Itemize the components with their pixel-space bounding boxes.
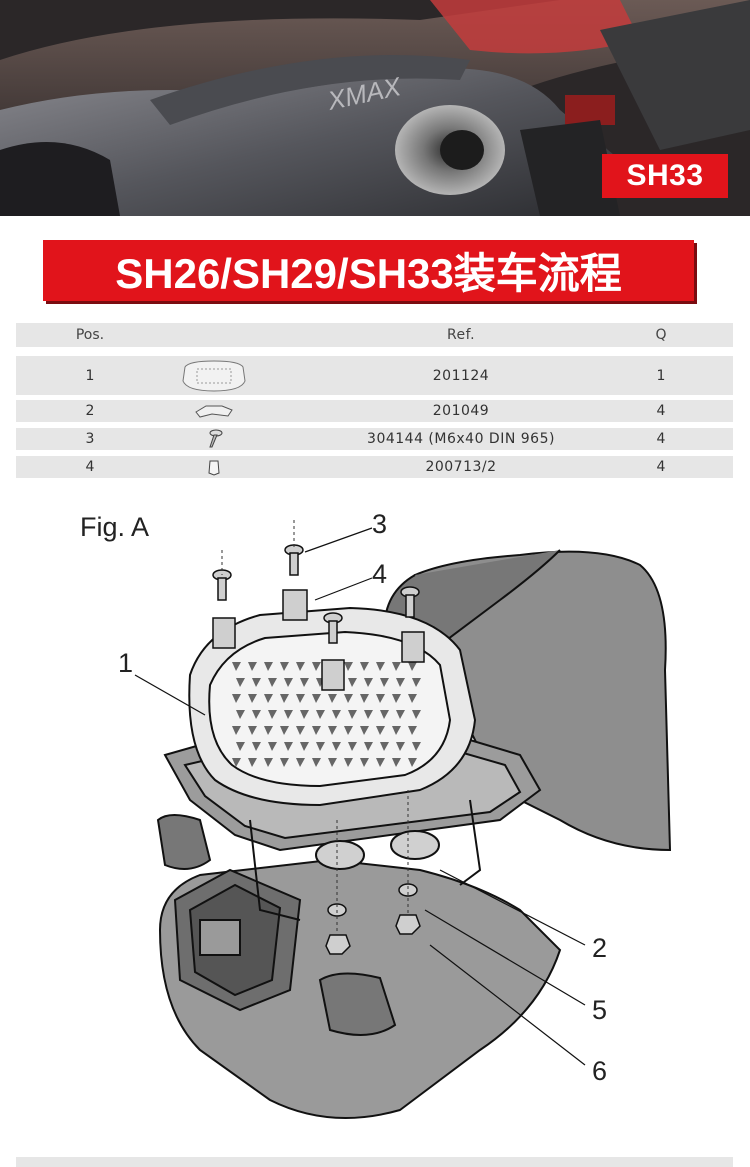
callout-1: 1 [118,648,134,678]
callout-2: 2 [592,933,608,963]
callout-6: 6 [592,1056,608,1086]
callout-4: 4 [372,559,388,589]
row-ref: 200713/2 [425,459,497,475]
row-pos: 1 [85,367,95,384]
header-ref: Ref. [446,327,476,343]
row-qty: 4 [656,459,666,475]
callout-5: 5 [592,995,608,1025]
model-badge: SH33 [602,154,728,198]
row-qty: 4 [656,431,666,447]
table-row: 1 201124 1 [16,356,733,395]
table-header: Pos. Ref. Q [16,323,733,347]
figure-label: Fig. A [80,512,150,542]
row-pos: 2 [85,403,95,419]
row-pos: 3 [85,431,95,447]
hero-photo: XMAX SH33 [0,0,750,216]
spacer-icon [164,456,264,478]
row-qty: 4 [656,403,666,419]
page-title: SH26/SH29/SH33装车流程 [43,240,694,301]
bracket-plate-icon [164,400,264,422]
table-row: 3 304144 (M6x40 DIN 965) 4 [16,428,733,450]
next-table-header [16,1157,733,1167]
row-ref: 201049 [432,403,490,419]
row-ref: 304144 (M6x40 DIN 965) [367,431,555,447]
screw-icon [164,428,264,450]
header-pos: Pos. [75,327,105,343]
row-pos: 4 [85,459,95,475]
row-ref: 201124 [432,367,490,384]
row-qty: 1 [656,367,666,384]
base-plate-icon [164,356,264,395]
table-row: 4 200713/2 4 [16,456,733,478]
assembly-diagram [134,520,672,1119]
callout-3: 3 [372,509,388,539]
header-qty: Q [655,327,667,343]
scooter-photo: XMAX [0,0,750,216]
table-row: 2 201049 4 [16,400,733,422]
